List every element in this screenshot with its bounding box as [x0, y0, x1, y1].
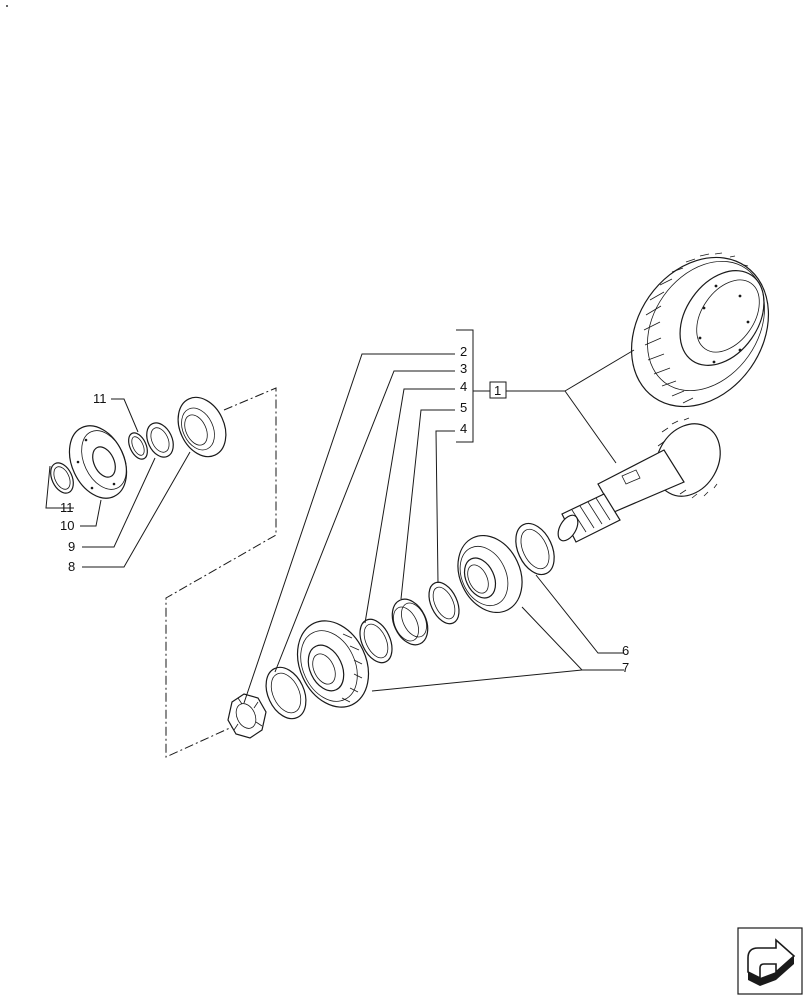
slotted-nut: [227, 693, 267, 739]
assembly-axis: [165, 387, 277, 758]
callout-4-lower: 4: [460, 421, 467, 436]
bevel-ring-gear: [630, 252, 770, 408]
leader-lines: [45, 329, 635, 704]
shim-ring-4b: [359, 618, 393, 664]
housing-10: [68, 425, 128, 499]
callout-9: 9: [68, 539, 75, 554]
callout-6: 6: [622, 643, 629, 658]
callout-7: 7: [622, 660, 629, 675]
shim-ring-6: [515, 522, 555, 576]
callout-2: 2: [460, 344, 467, 359]
callout-1: 1: [494, 383, 501, 398]
next-page-arrow-icon[interactable]: [737, 927, 803, 995]
callout-3: 3: [460, 361, 467, 376]
callout-1-box: [489, 381, 507, 399]
bevel-pinion-shaft: [557, 417, 721, 543]
bearing-3-front: [296, 620, 370, 708]
bearing-7-rear: [457, 534, 523, 614]
callout-4-upper: 4: [460, 379, 467, 394]
spacer-5: [391, 598, 429, 646]
callout-5: 5: [460, 400, 467, 415]
bearing-cup-8: [177, 396, 227, 458]
snap-ring-11-bottom: [50, 462, 74, 494]
corner-dot: [6, 5, 8, 7]
callout-11-bottom: 11: [60, 500, 74, 515]
washer-2: [265, 666, 307, 720]
shim-ring-4: [428, 581, 460, 625]
callout-8: 8: [68, 559, 75, 574]
spacer-ring-9: [146, 422, 174, 458]
callout-labels: 2 3 4 5 4 1 6 7 11 11 10 9 8: [60, 344, 629, 675]
snap-ring-11-top: [128, 432, 148, 460]
callout-10: 10: [60, 518, 74, 533]
callout-11-top: 11: [93, 391, 107, 406]
